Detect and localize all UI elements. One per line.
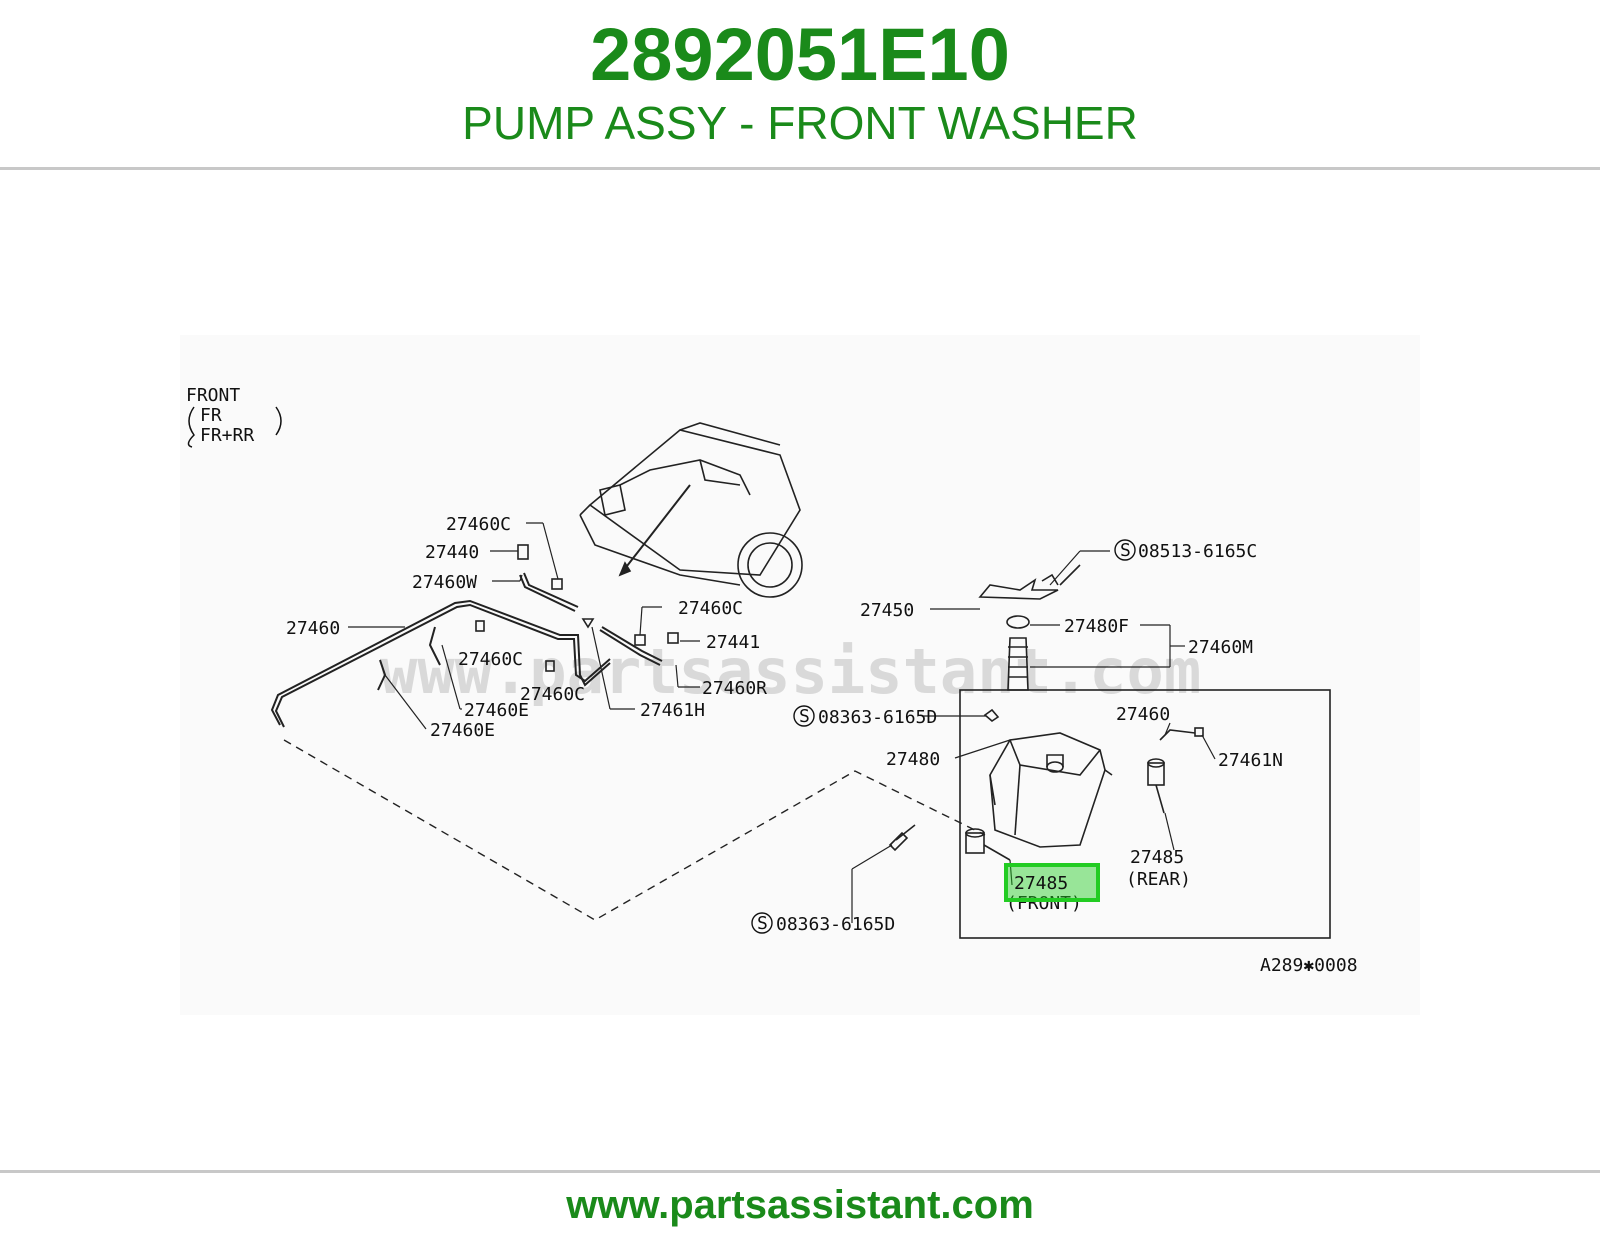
washer-hose-network [270, 572, 663, 728]
label-27460e-a: 27460E [464, 700, 529, 721]
part-name-subtitle: PUMP ASSY - FRONT WASHER [462, 97, 1138, 149]
label-08363-6165d-b: 08363-6165D [776, 914, 895, 935]
parts-diagram-svg: FRONT FR FR+RR www.partsassistant.com [180, 335, 1420, 1015]
label-08363-6165d-a: 08363-6165D [818, 707, 937, 728]
part-number-title: 2892051E10 [590, 13, 1010, 96]
diagram-reference-code: A289✱0008 [1260, 955, 1358, 976]
diagram-background [180, 335, 1420, 1015]
label-27450: 27450 [860, 600, 914, 621]
screw-fasteners [888, 573, 1059, 852]
legend-fr-rr: FR+RR [200, 425, 254, 446]
routing-dashed-line [283, 739, 986, 921]
s-circle-08363-b [751, 912, 773, 934]
label-27485-front[interactable]: 27485 [1014, 873, 1068, 894]
washer-reservoir-tank [989, 732, 1113, 848]
label-27460c-b: 27460C [678, 598, 743, 619]
label-27480: 27480 [886, 749, 940, 770]
footer-website-url[interactable]: www.partsassistant.com [566, 1183, 1034, 1227]
label-27460w: 27460W [412, 572, 477, 593]
label-27460e-b: 27460E [430, 720, 495, 741]
rear-pump-part [1147, 727, 1204, 814]
reservoir-inset-frame [959, 689, 1331, 939]
label-27460m: 27460M [1188, 637, 1253, 658]
front-pump-part [965, 828, 1011, 861]
label-27460c-d: 27460C [520, 684, 585, 705]
s-mark-08513: S [1120, 540, 1131, 561]
label-27440: 27440 [425, 542, 479, 563]
legend-front: FRONT [186, 385, 240, 406]
label-27460c-a: 27460C [446, 514, 511, 535]
parts-diagram: FRONT FR FR+RR www.partsassistant.com [180, 335, 1420, 1015]
legend-bracket-left [187, 406, 195, 448]
label-27441: 27441 [706, 632, 760, 653]
label-rear-note: (REAR) [1126, 869, 1191, 890]
header-divider [0, 167, 1600, 170]
legend-fr: FR [200, 405, 222, 426]
watermark-text: www.partsassistant.com [380, 635, 1201, 708]
s-mark-08363-a: S [799, 706, 810, 727]
label-leader-lines [348, 522, 1216, 923]
highlight-box-27485-front[interactable] [1004, 863, 1100, 902]
label-27461h: 27461H [640, 700, 705, 721]
page-header: 2892051E10 PUMP ASSY - FRONT WASHER [0, 0, 1600, 168]
footer-divider [0, 1170, 1600, 1173]
label-27485-rear: 27485 [1130, 847, 1184, 868]
label-27460r: 27460R [702, 678, 767, 699]
legend-bracket-right [275, 406, 282, 436]
label-27460: 27460 [286, 618, 340, 639]
label-27460c-c: 27460C [458, 649, 523, 670]
label-27480f: 27480F [1064, 616, 1129, 637]
s-circle-08363-a [793, 705, 815, 727]
label-27460-rear: 27460 [1116, 704, 1170, 725]
label-08513-6165c: 08513-6165C [1138, 541, 1257, 562]
s-mark-08363-b: S [757, 913, 768, 934]
s-circle-08513 [1114, 539, 1136, 561]
label-27461n: 27461N [1218, 750, 1283, 771]
vehicle-hood-sketch [579, 422, 803, 598]
